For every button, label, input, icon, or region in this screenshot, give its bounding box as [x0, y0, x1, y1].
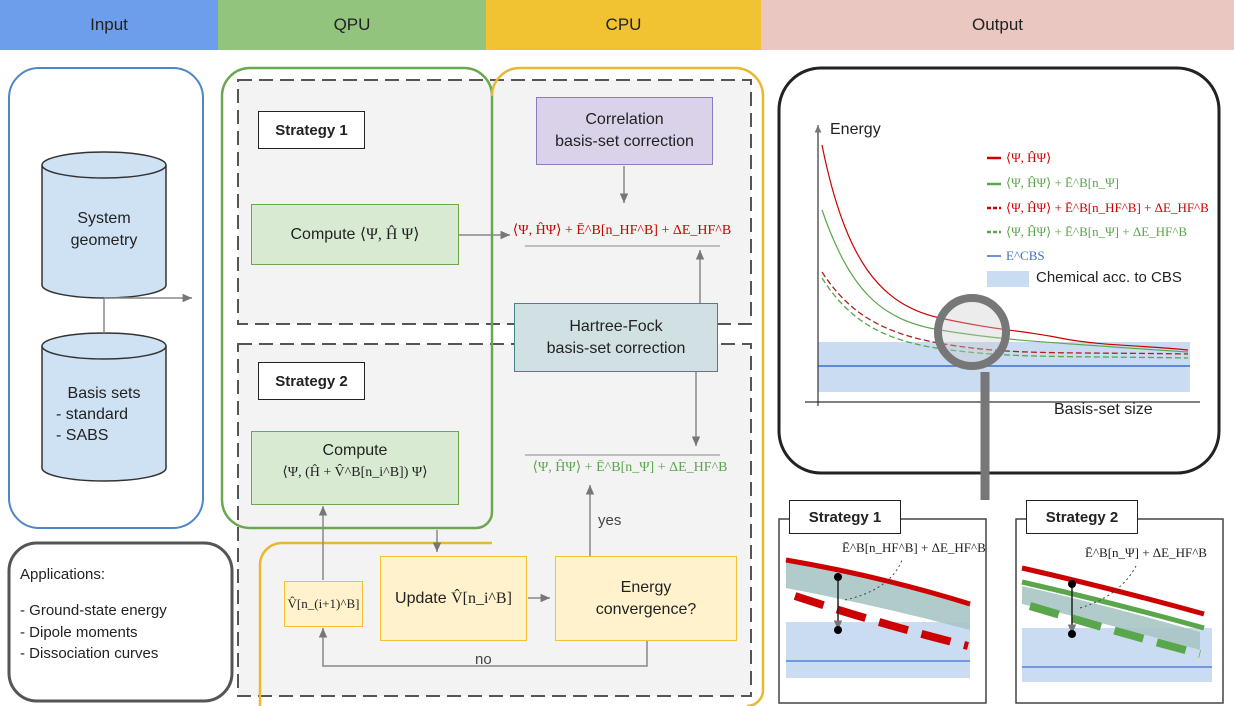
header-qpu-label: QPU	[333, 15, 371, 34]
vnext-formula: V̂[n_(i+1)^B]	[287, 596, 360, 612]
curve-green-dashed	[821, 277, 1189, 359]
applications-container	[7, 541, 234, 703]
zoom2-formula: Ē^B[n_Ψ] + ΔE_HF^B	[1085, 545, 1207, 560]
applications-title: Applications:	[20, 566, 106, 583]
chart-xlabel: Basis-set size	[1054, 401, 1153, 418]
compute1-box: Compute ⟨Ψ, Ĥ Ψ⟩	[251, 204, 459, 265]
legend-item-band: Chemical acc. to CBS	[1036, 269, 1182, 286]
update-formula: V̂[n_i^B]	[451, 589, 512, 607]
strategy2-tag: Strategy 2	[258, 362, 365, 400]
header-input: Input	[0, 0, 218, 50]
vnext-box: V̂[n_(i+1)^B]	[284, 581, 363, 627]
basis-sets-item-standard: - standard	[56, 405, 129, 423]
correlation-box: Correlation basis-set correction	[536, 97, 713, 165]
arrow-energy-no	[318, 628, 648, 667]
legend-item-red-solid: ⟨Ψ, ĤΨ⟩	[1006, 150, 1052, 165]
compute2-box: Compute ⟨Ψ, (Ĥ + V̂^B[n_i^B]) Ψ⟩	[251, 431, 459, 505]
header-qpu: QPU	[218, 0, 486, 50]
header-output: Output	[761, 0, 1234, 50]
basis-sets-label: Basis sets - standard - SABS	[42, 384, 166, 446]
compute2-label: Compute	[322, 442, 388, 459]
update-box: Update V̂[n_i^B]	[380, 556, 527, 641]
compute1-formula: ⟨Ψ, Ĥ Ψ⟩	[359, 225, 420, 243]
magnifier-lens	[934, 294, 1010, 370]
cpu-region-top	[520, 66, 765, 706]
application-item: - Ground-state energy	[20, 601, 167, 619]
strategy1-result-formula: ⟨Ψ, ĤΨ⟩ + Ē^B[n_HF^B] + ΔE_HF^B	[512, 223, 732, 238]
basis-sets-cylinder	[41, 332, 167, 482]
no-label: no	[475, 651, 492, 668]
qpu-region	[220, 66, 494, 530]
legend-item-green-solid: ⟨Ψ, ĤΨ⟩ + Ē^B[n_Ψ]	[1006, 175, 1120, 190]
correlation-label: Correlation basis-set correction	[555, 111, 694, 150]
curve-red-dashed	[821, 271, 1189, 355]
strategy1-tag: Strategy 1	[258, 111, 365, 149]
header-input-label: Input	[90, 15, 128, 34]
chart-ylabel: Energy	[830, 121, 881, 138]
system-geometry-cylinder	[41, 151, 167, 299]
zoom1-tag: Strategy 1	[789, 500, 901, 534]
cpu-region-bottom	[258, 541, 492, 706]
legend-item-cbs: E^CBS	[1006, 248, 1045, 263]
application-item: - Dissociation curves	[20, 645, 159, 663]
cpu-region-top-left	[490, 66, 521, 97]
compute2-formula: ⟨Ψ, (Ĥ + V̂^B[n_i^B]) Ψ⟩	[282, 465, 428, 480]
strategy2-result-formula: ⟨Ψ, ĤΨ⟩ + Ē^B[n_Ψ] + ΔE_HF^B	[532, 460, 728, 475]
header-cpu-label: CPU	[605, 15, 642, 34]
header-cpu: CPU	[486, 0, 761, 50]
hartree-fock-box: Hartree-Fock basis-set correction	[514, 303, 718, 372]
energy-convergence-label: Energy convergence?	[595, 578, 697, 618]
curve-red-solid	[821, 144, 1189, 351]
basis-sets-title: Basis sets	[67, 385, 141, 402]
application-item: - Dipole moments	[20, 623, 138, 641]
update-label: Update	[395, 589, 447, 607]
applications-box: Applications: - Ground-state energy - Di…	[20, 564, 225, 665]
energy-convergence-box: Energy convergence?	[555, 556, 737, 641]
legend-item-red-dashed: ⟨Ψ, ĤΨ⟩ + Ē^B[n_HF^B] + ΔE_HF^B	[1006, 200, 1209, 215]
legend-item-green-dashed: ⟨Ψ, ĤΨ⟩ + Ē^B[n_Ψ] + ΔE_HF^B	[1006, 224, 1188, 239]
hartree-fock-label: Hartree-Fock basis-set correction	[546, 317, 686, 357]
system-geometry-label: System geometry	[70, 210, 138, 249]
zoom1-formula: Ē^B[n_HF^B] + ΔE_HF^B	[842, 540, 986, 555]
header-output-label: Output	[971, 15, 1024, 34]
compute1-label: Compute	[290, 225, 356, 243]
basis-sets-item-sabs: - SABS	[56, 426, 109, 444]
zoom2-tag: Strategy 2	[1026, 500, 1138, 534]
yes-label: yes	[598, 512, 622, 529]
